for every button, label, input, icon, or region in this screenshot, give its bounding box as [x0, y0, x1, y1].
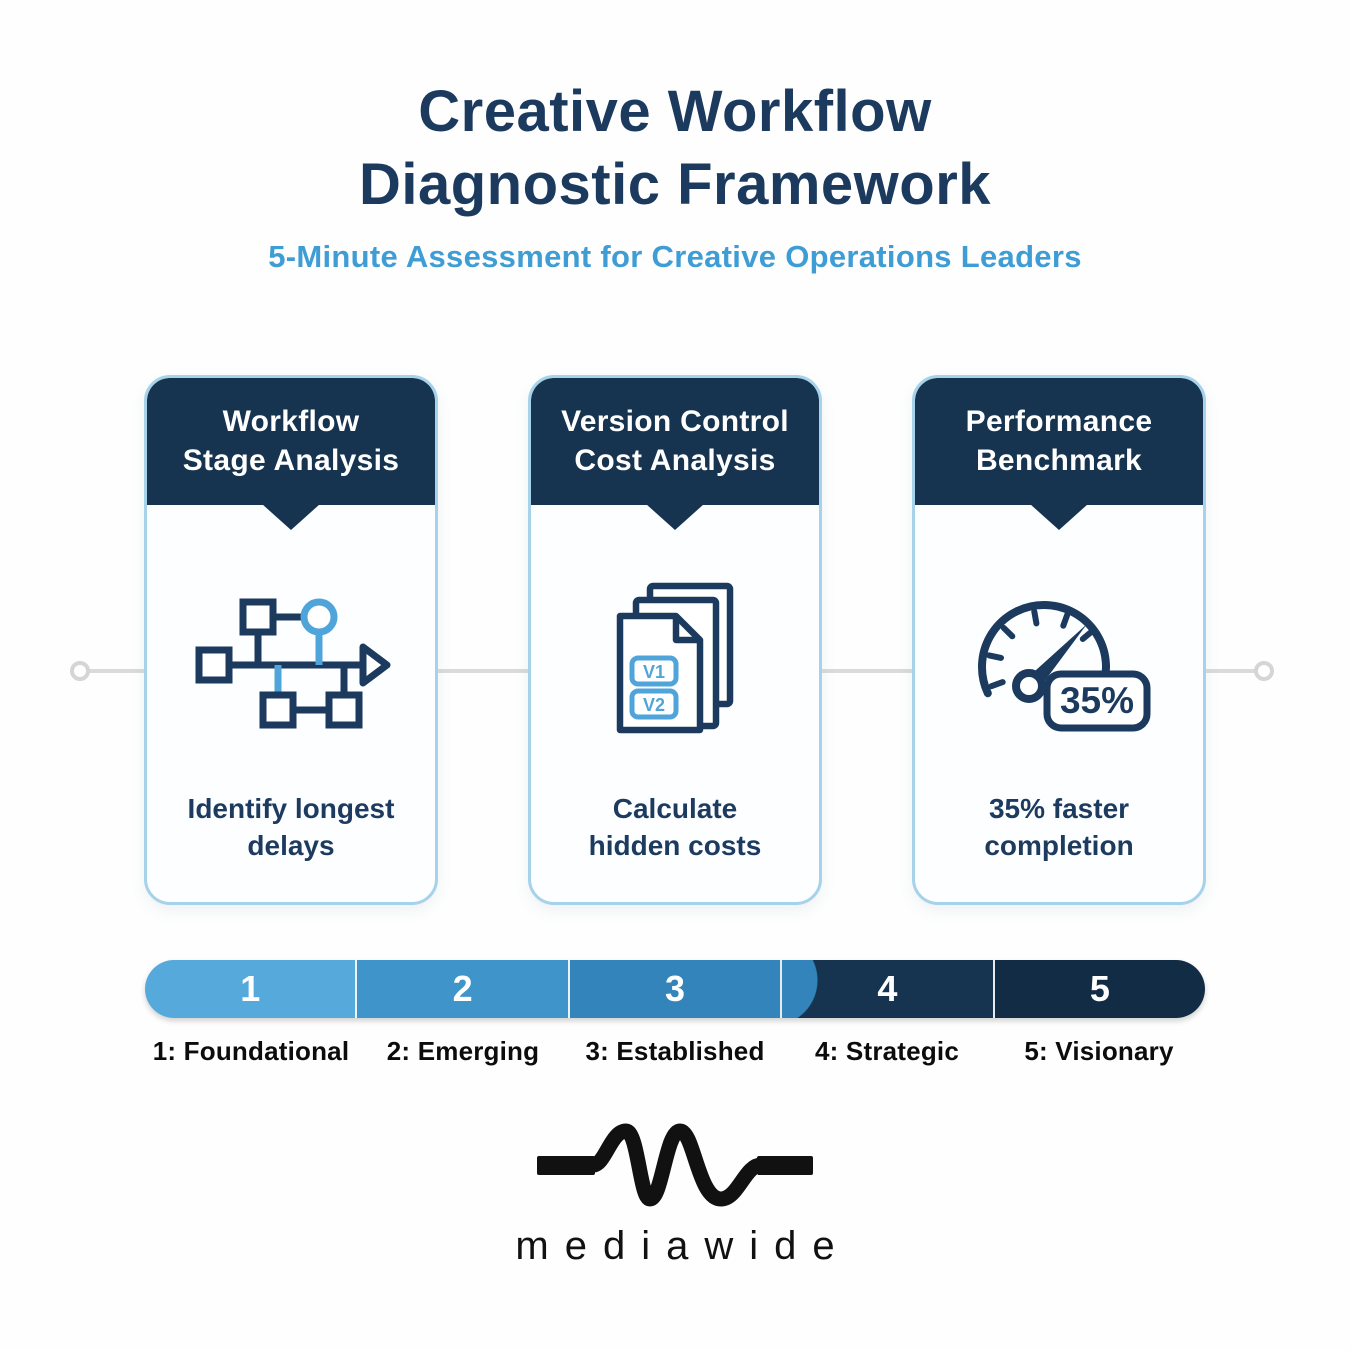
- gauge-value-badge: 35%: [1060, 680, 1134, 721]
- card1-title: Workflow Stage Analysis: [182, 404, 400, 477]
- version-documents-icon: V1 V2: [600, 578, 750, 745]
- scale-label-established: 3: Established: [585, 1036, 765, 1066]
- page-title: Creative Workflow Diagnostic Framework: [0, 76, 1350, 221]
- card3-caption: 35% faster completion: [984, 793, 1134, 862]
- connector-endpoint-right: [1254, 661, 1274, 681]
- card-version-control-cost-analysis: Version Control Cost Analysis V1 V2: [528, 375, 822, 905]
- brand-wordmark: mediawide: [515, 1224, 851, 1268]
- cards-row: Workflow Stage Analysis: [0, 375, 1350, 905]
- scale-label-foundational: 1: Foundational: [152, 1036, 350, 1066]
- card3-icon-zone: 35%: [915, 559, 1203, 764]
- card1-caption: Identify longest delays: [187, 793, 395, 862]
- page-title-line2: Diagnostic Framework: [358, 151, 992, 217]
- card-performance-benchmark: Performance Benchmark: [912, 375, 1206, 905]
- card3-notch-row: [915, 504, 1203, 531]
- page-subtitle: 5-Minute Assessment for Creative Operati…: [268, 239, 1082, 274]
- card2-title: Version Control Cost Analysis: [561, 404, 789, 477]
- scale-label-emerging: 2: Emerging: [386, 1036, 540, 1066]
- card1-notch: [262, 504, 320, 530]
- scale-label-visionary: 5: Visionary: [1024, 1036, 1174, 1066]
- page-title-line1: Creative Workflow: [418, 79, 932, 144]
- version-badge-v2: V2: [643, 695, 665, 715]
- brand-block: mediawide: [0, 1120, 1350, 1269]
- card2-notch: [646, 504, 704, 530]
- card3-header: Performance Benchmark: [915, 378, 1203, 505]
- connector-endpoint-left: [70, 661, 90, 681]
- card2-caption: Calculate hidden costs: [588, 793, 762, 862]
- workflow-diagram-icon: [191, 587, 391, 737]
- card3-title: Performance Benchmark: [965, 404, 1153, 477]
- scale-segment-3: 3: [567, 960, 781, 1018]
- card2-notch-row: [531, 504, 819, 531]
- card2-icon-zone: V1 V2: [531, 559, 819, 764]
- card3-notch: [1030, 504, 1088, 530]
- speedometer-icon: 35%: [959, 582, 1159, 742]
- scale-segment-5: 5: [992, 960, 1205, 1018]
- scale-label-strategic: 4: Strategic: [814, 1036, 959, 1066]
- header-block: Creative Workflow Diagnostic Framework 5…: [0, 76, 1350, 275]
- card1-notch-row: [147, 504, 435, 531]
- maturity-scale-labels: 1: Foundational 2: Emerging 3: Establish…: [145, 1036, 1205, 1067]
- scale-segment-1: 1: [145, 960, 356, 1018]
- scale-segment-4: 4: [780, 960, 993, 1018]
- mediawide-squiggle-logo-icon: [0, 1120, 1350, 1210]
- card1-icon-zone: [147, 559, 435, 764]
- card1-header: Workflow Stage Analysis: [147, 378, 435, 505]
- version-badge-v1: V1: [643, 662, 665, 682]
- scale-segment-2: 2: [355, 960, 568, 1018]
- maturity-scale-bar: 1 2 3 4 5: [145, 960, 1205, 1018]
- card2-header: Version Control Cost Analysis: [531, 378, 819, 505]
- card-workflow-stage-analysis: Workflow Stage Analysis: [144, 375, 438, 905]
